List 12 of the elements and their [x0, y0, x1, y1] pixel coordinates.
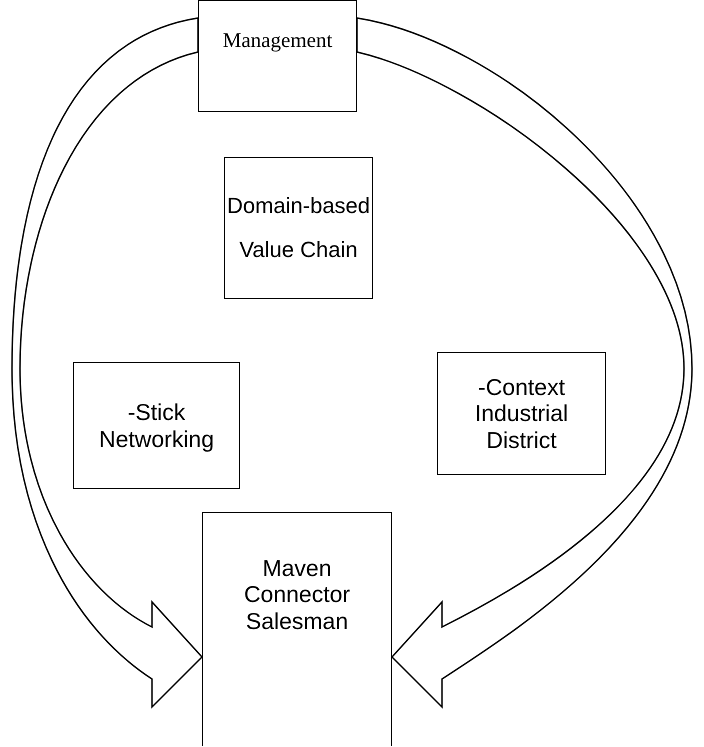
curved-block-arrow [11, 17, 203, 708]
curved-block-arrow [356, 17, 693, 708]
box-label: Management [222, 28, 332, 54]
box-label: Domain-based Value Chain [226, 192, 372, 264]
text-box [73, 362, 240, 489]
box-label: -Stick Networking [98, 399, 216, 452]
box-label: Maven Connector Salesman [242, 554, 352, 634]
text-box [202, 512, 392, 746]
text-box [224, 157, 373, 299]
box-label: -Context Industrial District [474, 374, 570, 454]
text-box [198, 0, 357, 112]
text-box [437, 352, 606, 475]
